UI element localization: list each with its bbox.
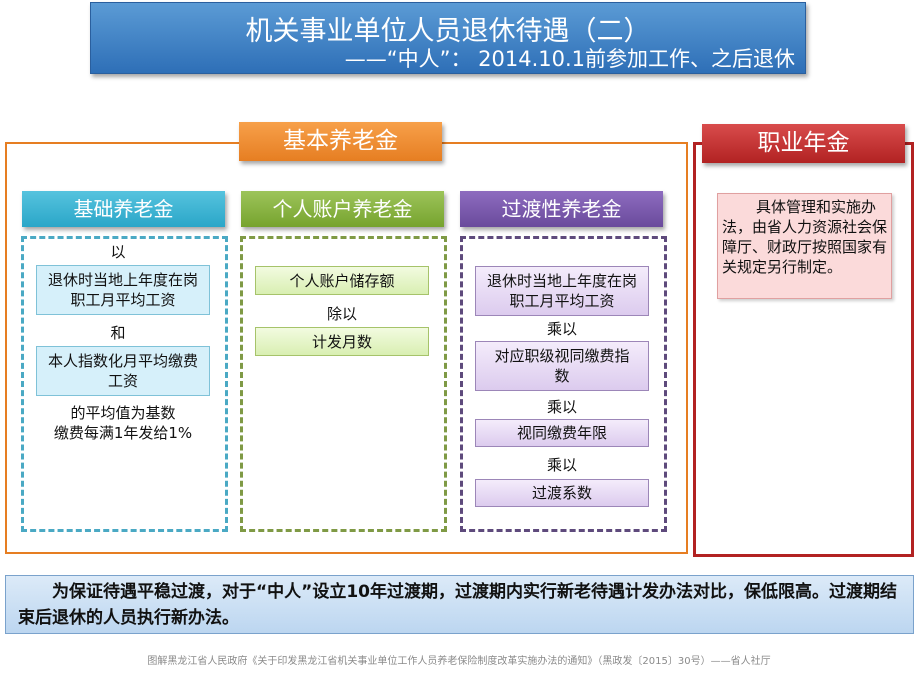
transition-multiply-text-3: 乘以 (546, 456, 577, 474)
base-suffix-line2: 缴费每满1年发给1% (53, 424, 193, 442)
personal-account-pension-header: 个人账户养老金 (241, 191, 444, 227)
personal-divide-text: 除以 (326, 305, 357, 323)
transitional-formula-frame (460, 236, 667, 532)
transitional-pension-header: 过渡性养老金 (460, 191, 663, 227)
summary-note: 为保证待遇平稳过渡，对于“中人”设立10年过渡期，过渡期内实行新老待遇计发办法对… (5, 575, 914, 634)
payout-months-box: 计发月数 (255, 327, 429, 356)
transition-multiply-text-2: 乘以 (546, 398, 577, 416)
transition-coefficient-box: 过渡系数 (475, 479, 649, 507)
base-prefix-text: 以 (110, 243, 126, 261)
occupational-annuity-text: 具体管理和实施办法，由省人力资源社会保障厅、财政厅按照国家有关规定另行制定。 (722, 198, 888, 276)
base-pension-header: 基础养老金 (22, 191, 225, 227)
base-pension-formula-frame (21, 236, 228, 532)
occupational-annuity-note: 具体管理和实施办法，由省人力资源社会保障厅、财政厅按照国家有关规定另行制定。 (717, 193, 892, 299)
transition-avg-wage-box: 退休时当地上年度在岗职工月平均工资 (475, 266, 649, 316)
page-title: 机关事业单位人员退休待遇（二） (245, 16, 651, 47)
base-and-text: 和 (110, 324, 126, 342)
personal-account-formula-frame (240, 236, 447, 532)
transition-multiply-text-1: 乘以 (546, 320, 577, 338)
personal-account-balance-box: 个人账户储存额 (255, 266, 429, 295)
occupational-annuity-header: 职业年金 (702, 124, 905, 163)
page-subtitle: ——“中人”： 2014.10.1前参加工作、之后退休 (344, 47, 795, 71)
base-avg-wage-box: 退休时当地上年度在岗职工月平均工资 (36, 265, 210, 315)
base-suffix-line1: 的平均值为基数 (70, 404, 176, 422)
source-footer: 图解黑龙江省人民政府《关于印发黑龙江省机关事业单位工作人员养老保险制度改革实施办… (147, 656, 771, 667)
title-banner: 机关事业单位人员退休待遇（二） ——“中人”： 2014.10.1前参加工作、之… (90, 2, 806, 74)
basic-pension-header: 基本养老金 (239, 122, 442, 161)
deemed-contribution-index-box: 对应职级视同缴费指数 (475, 341, 649, 391)
deemed-contribution-years-box: 视同缴费年限 (475, 419, 649, 447)
base-indexed-wage-box: 本人指数化月平均缴费工资 (36, 346, 210, 396)
